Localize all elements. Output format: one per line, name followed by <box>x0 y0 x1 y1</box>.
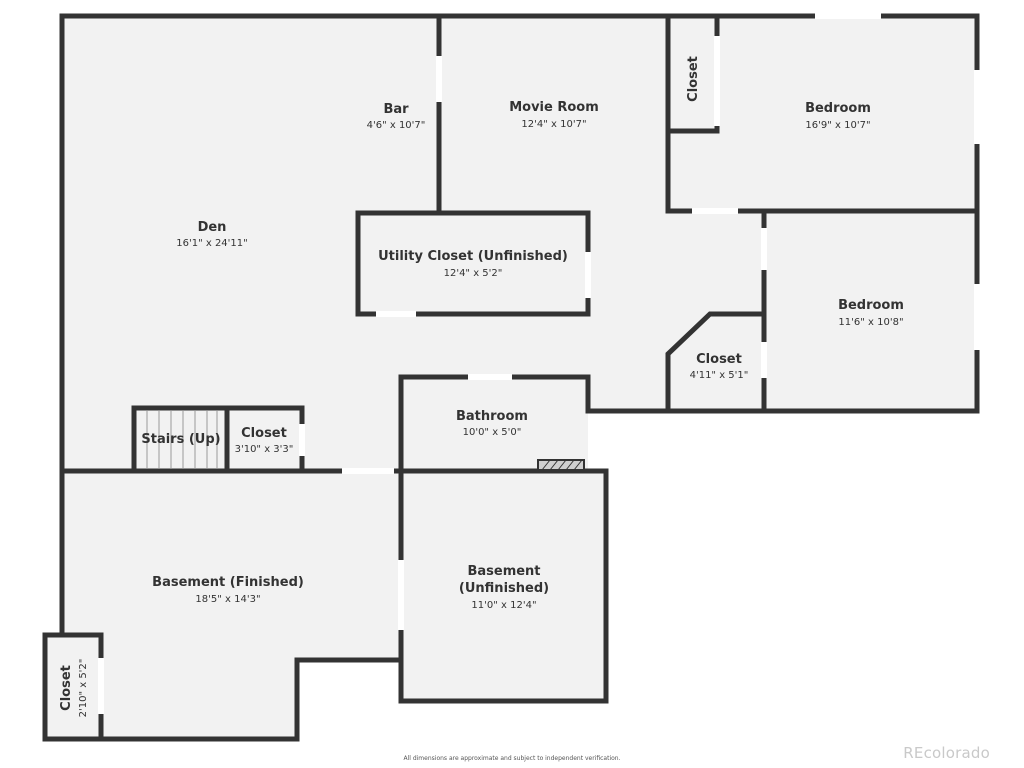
outer-wall-basement-unfinished <box>398 470 609 704</box>
bar-name: Bar <box>383 102 409 117</box>
den-dims: 16'1" x 24'11" <box>176 238 248 249</box>
opening-utility-side <box>585 252 591 298</box>
window-bedroom-top <box>815 13 881 19</box>
wall-closet-mid <box>665 311 767 414</box>
bedroom-top-dims: 16'9" x 10'7" <box>805 120 870 131</box>
closet-bottom-dims: 2'10" x 5'2" <box>78 659 89 718</box>
bar-dims: 4'6" x 10'7" <box>367 120 426 131</box>
window-bedroom-right <box>974 284 980 350</box>
utility-closet-dims: 12'4" x 5'2" <box>444 268 503 279</box>
brand-logo: REcolorado <box>903 744 990 762</box>
outer-wall-bottom-left <box>42 632 404 742</box>
wall-utility-closet <box>355 210 591 317</box>
movie-room-name: Movie Room <box>509 100 599 115</box>
openings <box>98 13 980 714</box>
basement-unfinished-name-line2: (Unfinished) <box>459 581 549 596</box>
closet-small-name: Closet <box>241 426 287 441</box>
den-name: Den <box>198 220 227 235</box>
movie-room-dims: 12'4" x 10'7" <box>521 119 586 130</box>
utility-closet-name: Utility Closet (Unfinished) <box>378 249 568 264</box>
hatched-box <box>537 459 585 471</box>
stairs-treads <box>146 411 218 468</box>
opening-basement-divider <box>398 560 404 630</box>
outer-wall-top-right <box>59 13 980 638</box>
bathroom-name: Bathroom <box>456 409 528 424</box>
basement-unfinished-name-line1: Basement <box>467 564 540 579</box>
hatched-fixture <box>537 459 585 471</box>
opening-bedroom-top-door <box>692 208 738 214</box>
basement-finished-name: Basement (Finished) <box>152 575 304 590</box>
opening-utility-bottom <box>376 311 416 317</box>
bedroom-top-name: Bedroom <box>805 101 871 116</box>
stairs-name: Stairs (Up) <box>141 432 220 447</box>
basement-unfinished-dims: 11'0" x 12'4" <box>471 600 536 611</box>
bathroom-dims: 10'0" x 5'0" <box>463 427 522 438</box>
window-bedroom-top-side <box>974 70 980 144</box>
opening-closet-bottom <box>98 658 104 714</box>
closet-mid-name: Closet <box>696 352 742 367</box>
opening-bedroom-right-door <box>761 228 767 270</box>
basement-finished-dims: 18'5" x 14'3" <box>195 594 260 605</box>
disclaimer-text: All dimensions are approximate and subje… <box>403 755 621 762</box>
room-labels: Den 16'1" x 24'11" Bar 4'6" x 10'7" Movi… <box>59 56 904 717</box>
bedroom-right-dims: 11'6" x 10'8" <box>838 317 903 328</box>
opening-closet-small <box>299 424 305 456</box>
closet-mid-dims: 4'11" x 5'1" <box>690 370 749 381</box>
closet-small-dims: 3'10" x 3'3" <box>235 444 294 455</box>
closet-bottom-name: Closet <box>59 665 74 711</box>
bedroom-right-name: Bedroom <box>838 298 904 313</box>
opening-den-basement <box>342 468 394 474</box>
opening-closet-top <box>714 36 720 126</box>
opening-closet-mid <box>761 342 767 378</box>
window-bathroom <box>468 374 512 380</box>
closet-top-name: Closet <box>686 56 701 102</box>
opening-bar <box>436 56 442 102</box>
